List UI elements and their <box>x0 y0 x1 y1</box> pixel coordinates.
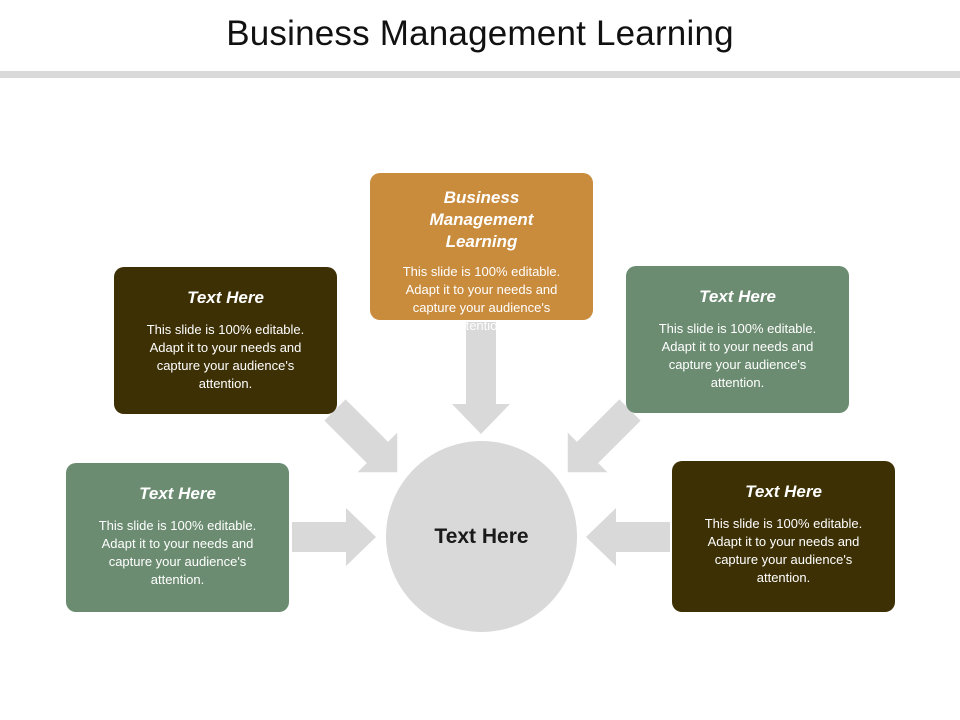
card-lower-right: Text Here This slide is 100% editable. A… <box>672 461 895 612</box>
arrow-lower-right <box>586 508 670 566</box>
card-title: Business Management Learning <box>429 188 534 251</box>
hub-label: Text Here <box>434 524 529 548</box>
card-body: This slide is 100% editable. Adapt it to… <box>704 516 863 585</box>
card-title: Text Here <box>187 288 264 307</box>
card-upper-right: Text Here This slide is 100% editable. A… <box>626 266 849 413</box>
card-lower-left: Text Here This slide is 100% editable. A… <box>66 463 289 612</box>
card-upper-left: Text Here This slide is 100% editable. A… <box>114 267 337 414</box>
card-title: Text Here <box>139 484 216 503</box>
card-title: Text Here <box>745 482 822 501</box>
card-title: Text Here <box>699 287 776 306</box>
title-divider <box>0 71 960 78</box>
card-body: This slide is 100% editable. Adapt it to… <box>402 264 561 333</box>
arrow-lower-left <box>292 508 376 566</box>
card-body: This slide is 100% editable. Adapt it to… <box>658 321 817 390</box>
arrow-top <box>452 322 510 434</box>
card-body: This slide is 100% editable. Adapt it to… <box>98 518 257 587</box>
slide-title: Business Management Learning <box>226 14 734 53</box>
card-top: Business Management Learning This slide … <box>370 173 593 333</box>
arrow-upper-right <box>567 399 641 473</box>
arrow-upper-left <box>324 399 398 473</box>
card-body: This slide is 100% editable. Adapt it to… <box>146 322 305 391</box>
hub-circle: Text Here <box>386 441 577 632</box>
